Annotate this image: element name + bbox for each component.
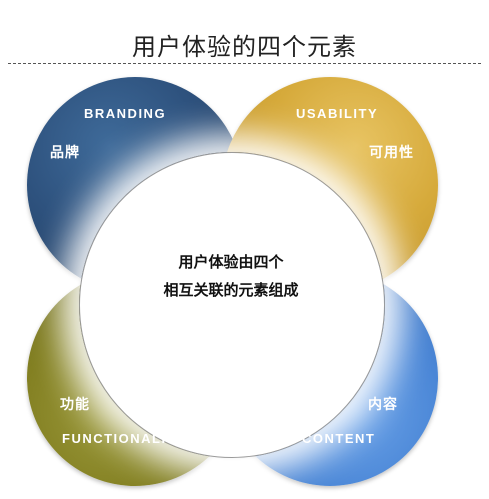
diagram-title: 用户体验的四个元素 [132, 33, 357, 61]
usability-label: USABILITY [296, 106, 379, 121]
content-label: CONTENT [302, 431, 376, 446]
usability-label-cn: 可用性 [369, 145, 414, 161]
branding-label-cn: 品牌 [50, 145, 80, 161]
center-text-line2: 相互关联的元素组成 [163, 281, 299, 299]
functionality-label-cn: 功能 [60, 397, 90, 413]
functionality-label: FUNCTIONALITY [62, 431, 187, 446]
center-circle [79, 152, 385, 458]
dashed-divider [8, 63, 481, 64]
content-label-cn: 内容 [368, 397, 398, 413]
center-text-line1: 用户体验由四个 [178, 253, 284, 271]
branding-label: BRANDING [84, 106, 167, 121]
